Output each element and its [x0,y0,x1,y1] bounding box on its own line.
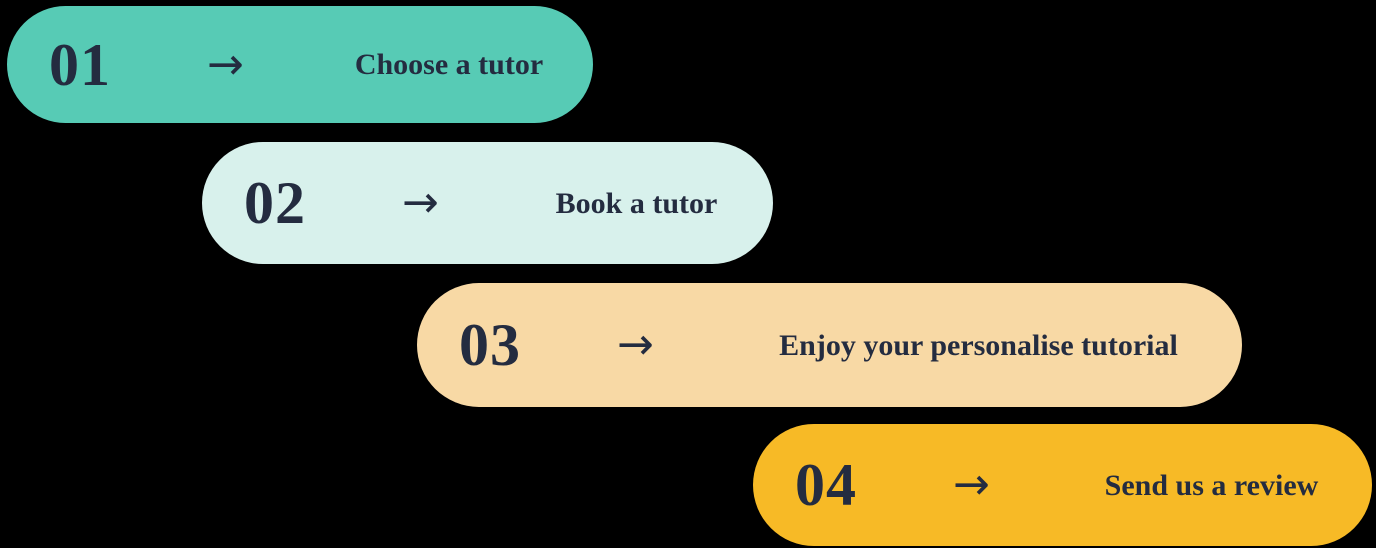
step-pill: 02 → Book a tutor [202,142,773,264]
step-label: Choose a tutor [354,48,544,81]
step-pill: 01 → Choose a tutor [7,6,593,123]
step-number: 02 [244,170,306,236]
right-arrow-icon: → [402,177,439,228]
step-label: Book a tutor [555,186,718,220]
right-arrow-icon: → [617,319,654,370]
step-label: Send us a review [1104,468,1319,502]
right-arrow-icon: → [207,38,244,90]
step-number: 01 [49,31,111,98]
right-arrow-icon: → [953,459,990,510]
step-number: 03 [459,312,521,378]
step-number: 04 [795,452,857,518]
step-pill: 03 → Enjoy your personalise tutorial [417,283,1242,407]
step-label: Enjoy your personalise tutorial [779,328,1178,362]
step-pill: 04 → Send us a review [753,424,1372,546]
